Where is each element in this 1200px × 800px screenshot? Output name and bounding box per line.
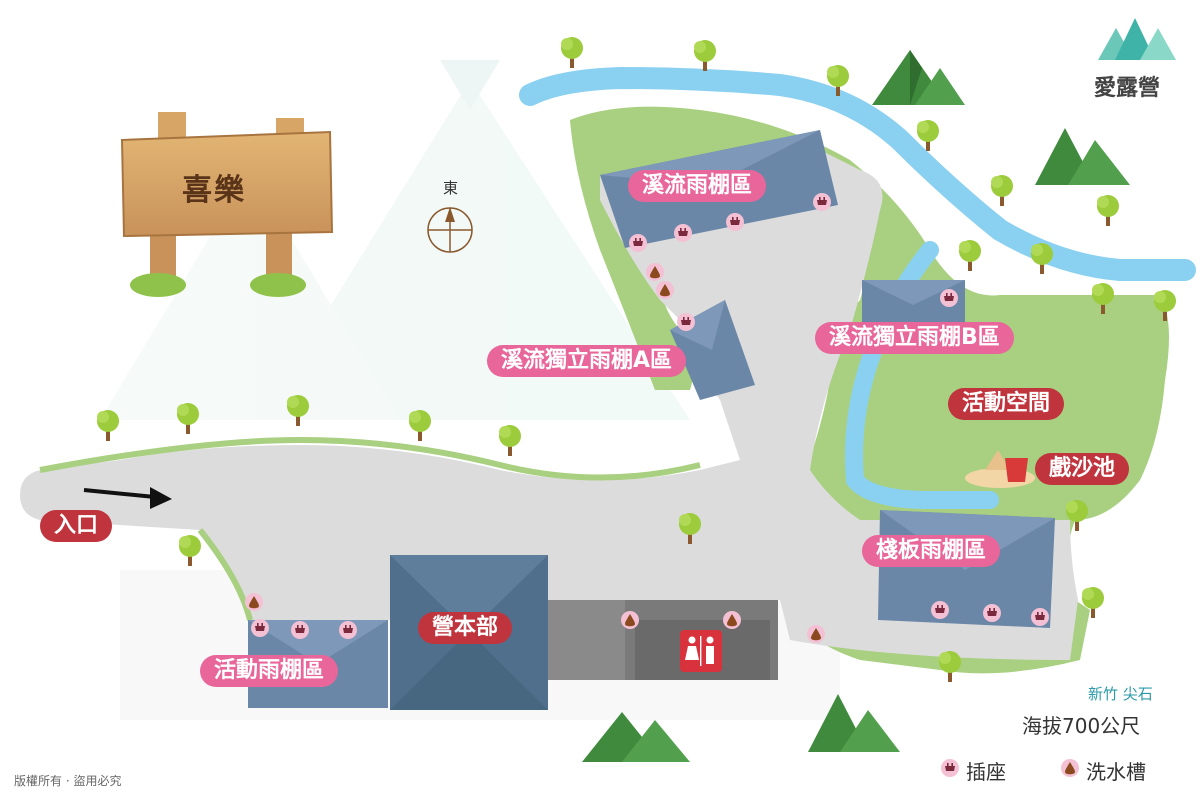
- label-headquarters: 營本部: [418, 612, 513, 644]
- brand-logo: [1098, 18, 1176, 60]
- label-sandpit: 戲沙池: [1035, 453, 1130, 485]
- entrance-label: 入口: [40, 510, 113, 542]
- sign-label: 喜樂: [182, 173, 246, 208]
- welcome-sign: [120, 112, 334, 297]
- river: [519, 66, 1196, 281]
- canopy-stream-b: [862, 280, 965, 330]
- label-deck-canopy: 棧板雨棚區: [862, 535, 1001, 567]
- region-label: 新竹 尖石: [1088, 685, 1153, 703]
- legend-socket-icon: [941, 759, 959, 777]
- label-activity-canopy: 活動雨棚區: [200, 655, 339, 687]
- road: [20, 150, 1078, 660]
- label-stream-b: 溪流獨立雨棚B區: [815, 322, 1014, 354]
- entrance-arrow: [83, 487, 172, 509]
- legend-sink-label: 洗水槽: [1086, 760, 1146, 784]
- canopy-deck: [878, 510, 1055, 628]
- brand-name: 愛露營: [1094, 76, 1161, 101]
- legend-sink-icon: [1061, 759, 1079, 777]
- compass-icon: [427, 207, 473, 253]
- label-activity-space: 活動空間: [948, 388, 1065, 420]
- restroom-icon: [680, 630, 722, 672]
- mountains: [582, 50, 1130, 762]
- sandpit-icon: [965, 450, 1035, 488]
- label-stream-canopy: 溪流雨棚區: [628, 170, 767, 202]
- compass-label: 東: [443, 179, 459, 197]
- elevation-label: 海拔700公尺: [1022, 714, 1141, 738]
- copyright-text: 版權所有 · 盜用必究: [14, 774, 122, 788]
- label-stream-a: 溪流獨立雨棚A區: [487, 345, 687, 377]
- legend-socket-label: 插座: [966, 760, 1006, 784]
- building-restroom: [548, 600, 778, 680]
